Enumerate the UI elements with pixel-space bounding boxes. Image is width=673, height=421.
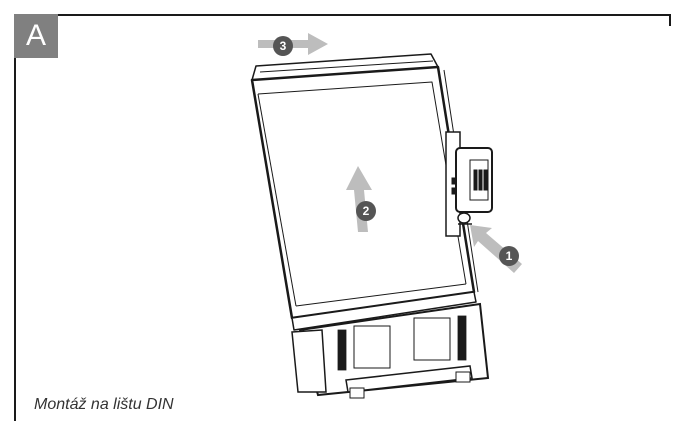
step-1-badge: 1	[499, 246, 519, 266]
frame-left-border	[14, 14, 16, 421]
step-3-badge: 3	[273, 36, 293, 56]
step-1-number: 1	[506, 249, 513, 263]
din-clip	[445, 131, 493, 237]
device-housing	[250, 53, 479, 331]
figure-caption: Montáž na lištu DIN	[34, 396, 174, 413]
step-3-arrow	[258, 33, 328, 55]
step-2-number: 2	[363, 204, 370, 218]
frame-top-border	[14, 14, 671, 16]
frame-right-tick	[669, 14, 671, 26]
step-3-number: 3	[280, 39, 287, 53]
step-2-badge: 2	[356, 201, 376, 221]
panel-label: A	[14, 14, 58, 58]
bottom-terminal-block	[291, 302, 490, 399]
